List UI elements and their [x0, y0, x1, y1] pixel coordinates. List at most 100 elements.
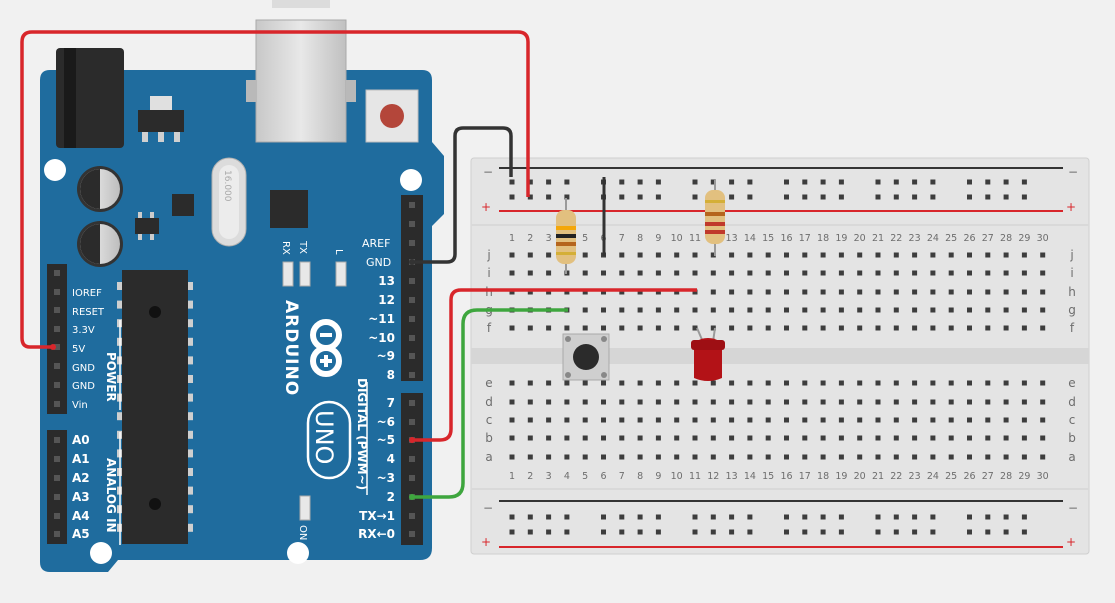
breadboard-hole[interactable] — [729, 435, 735, 441]
breadboard-hole[interactable] — [1003, 380, 1009, 386]
breadboard-hole[interactable] — [509, 399, 515, 405]
breadboard-hole[interactable] — [784, 514, 789, 520]
breadboard-hole[interactable] — [564, 417, 570, 423]
breadboard-hole[interactable] — [875, 399, 881, 405]
breadboard-hole[interactable] — [802, 454, 808, 460]
breadboard-hole[interactable] — [1021, 514, 1027, 520]
breadboard-hole[interactable] — [527, 252, 533, 258]
breadboard-hole[interactable] — [637, 289, 643, 295]
breadboard-hole[interactable] — [985, 325, 991, 331]
breadboard-hole[interactable] — [619, 529, 625, 535]
breadboard-hole[interactable] — [912, 325, 918, 331]
breadboard-hole[interactable] — [710, 529, 716, 535]
breadboard-hole[interactable] — [1003, 454, 1009, 460]
breadboard-hole[interactable] — [729, 194, 735, 200]
breadboard-hole[interactable] — [564, 454, 570, 460]
breadboard-hole[interactable] — [509, 325, 515, 331]
breadboard-hole[interactable] — [1021, 307, 1027, 313]
breadboard-hole[interactable] — [564, 529, 570, 535]
breadboard-hole[interactable] — [802, 435, 808, 441]
breadboard-hole[interactable] — [893, 252, 899, 258]
breadboard-hole[interactable] — [655, 289, 661, 295]
breadboard-hole[interactable] — [893, 399, 899, 405]
breadboard-hole[interactable] — [985, 194, 991, 200]
breadboard-hole[interactable] — [692, 399, 698, 405]
breadboard-hole[interactable] — [601, 514, 606, 520]
breadboard-hole[interactable] — [985, 529, 991, 535]
breadboard-hole[interactable] — [765, 417, 771, 423]
breadboard-hole[interactable] — [875, 307, 881, 313]
breadboard-hole[interactable] — [582, 380, 588, 386]
breadboard-hole[interactable] — [619, 454, 625, 460]
breadboard-hole[interactable] — [509, 289, 515, 295]
breadboard-hole[interactable] — [765, 252, 771, 258]
breadboard-hole[interactable] — [857, 454, 863, 460]
breadboard-hole[interactable] — [655, 325, 661, 331]
breadboard-hole[interactable] — [619, 417, 625, 423]
breadboard-hole[interactable] — [509, 514, 515, 520]
breadboard-hole[interactable] — [582, 399, 588, 405]
breadboard-hole[interactable] — [875, 325, 881, 331]
breadboard-hole[interactable] — [1021, 399, 1027, 405]
breadboard-hole[interactable] — [820, 399, 826, 405]
breadboard-hole[interactable] — [546, 289, 552, 295]
breadboard-hole[interactable] — [893, 179, 899, 185]
header-pin[interactable] — [409, 297, 415, 303]
breadboard-hole[interactable] — [802, 529, 808, 535]
header-pin[interactable] — [54, 344, 60, 350]
breadboard-hole[interactable] — [875, 529, 881, 535]
breadboard-hole[interactable] — [967, 194, 972, 200]
breadboard-hole[interactable] — [875, 380, 881, 386]
breadboard-hole[interactable] — [582, 454, 588, 460]
breadboard-hole[interactable] — [692, 454, 698, 460]
breadboard-hole[interactable] — [655, 380, 661, 386]
breadboard-hole[interactable] — [601, 454, 606, 460]
header-pin[interactable] — [409, 531, 415, 537]
breadboard-hole[interactable] — [1040, 252, 1046, 258]
breadboard-hole[interactable] — [747, 325, 753, 331]
breadboard-hole[interactable] — [985, 289, 991, 295]
breadboard-hole[interactable] — [930, 399, 936, 405]
breadboard-hole[interactable] — [527, 325, 533, 331]
breadboard-hole[interactable] — [509, 435, 515, 441]
breadboard-hole[interactable] — [710, 252, 716, 258]
breadboard-hole[interactable] — [893, 380, 899, 386]
breadboard-hole[interactable] — [948, 454, 954, 460]
breadboard-hole[interactable] — [893, 417, 899, 423]
breadboard-hole[interactable] — [729, 417, 735, 423]
breadboard-hole[interactable] — [564, 399, 570, 405]
breadboard-hole[interactable] — [1021, 179, 1027, 185]
breadboard-hole[interactable] — [967, 417, 972, 423]
breadboard-hole[interactable] — [784, 325, 789, 331]
breadboard-hole[interactable] — [1021, 325, 1027, 331]
breadboard-hole[interactable] — [601, 399, 606, 405]
breadboard-hole[interactable] — [729, 289, 735, 295]
breadboard-hole[interactable] — [619, 270, 625, 276]
breadboard-hole[interactable] — [564, 289, 570, 295]
header-pin[interactable] — [54, 270, 60, 276]
breadboard-hole[interactable] — [930, 252, 936, 258]
header-pin[interactable] — [54, 382, 60, 388]
breadboard-hole[interactable] — [1021, 194, 1027, 200]
breadboard-hole[interactable] — [582, 307, 588, 313]
breadboard-hole[interactable] — [967, 529, 972, 535]
breadboard-hole[interactable] — [655, 252, 661, 258]
breadboard-hole[interactable] — [784, 399, 789, 405]
breadboard-hole[interactable] — [692, 529, 698, 535]
breadboard-hole[interactable] — [509, 179, 515, 185]
breadboard-hole[interactable] — [747, 435, 753, 441]
breadboard-hole[interactable] — [527, 417, 533, 423]
breadboard-hole[interactable] — [637, 514, 643, 520]
breadboard-hole[interactable] — [729, 270, 735, 276]
breadboard-hole[interactable] — [637, 179, 643, 185]
breadboard-hole[interactable] — [601, 380, 606, 386]
breadboard-hole[interactable] — [619, 194, 625, 200]
breadboard-hole[interactable] — [948, 380, 954, 386]
breadboard-hole[interactable] — [601, 417, 606, 423]
breadboard-hole[interactable] — [893, 454, 899, 460]
breadboard-hole[interactable] — [692, 270, 698, 276]
breadboard-hole[interactable] — [692, 417, 698, 423]
breadboard-hole[interactable] — [747, 270, 753, 276]
breadboard-hole[interactable] — [912, 529, 918, 535]
breadboard-hole[interactable] — [784, 270, 789, 276]
